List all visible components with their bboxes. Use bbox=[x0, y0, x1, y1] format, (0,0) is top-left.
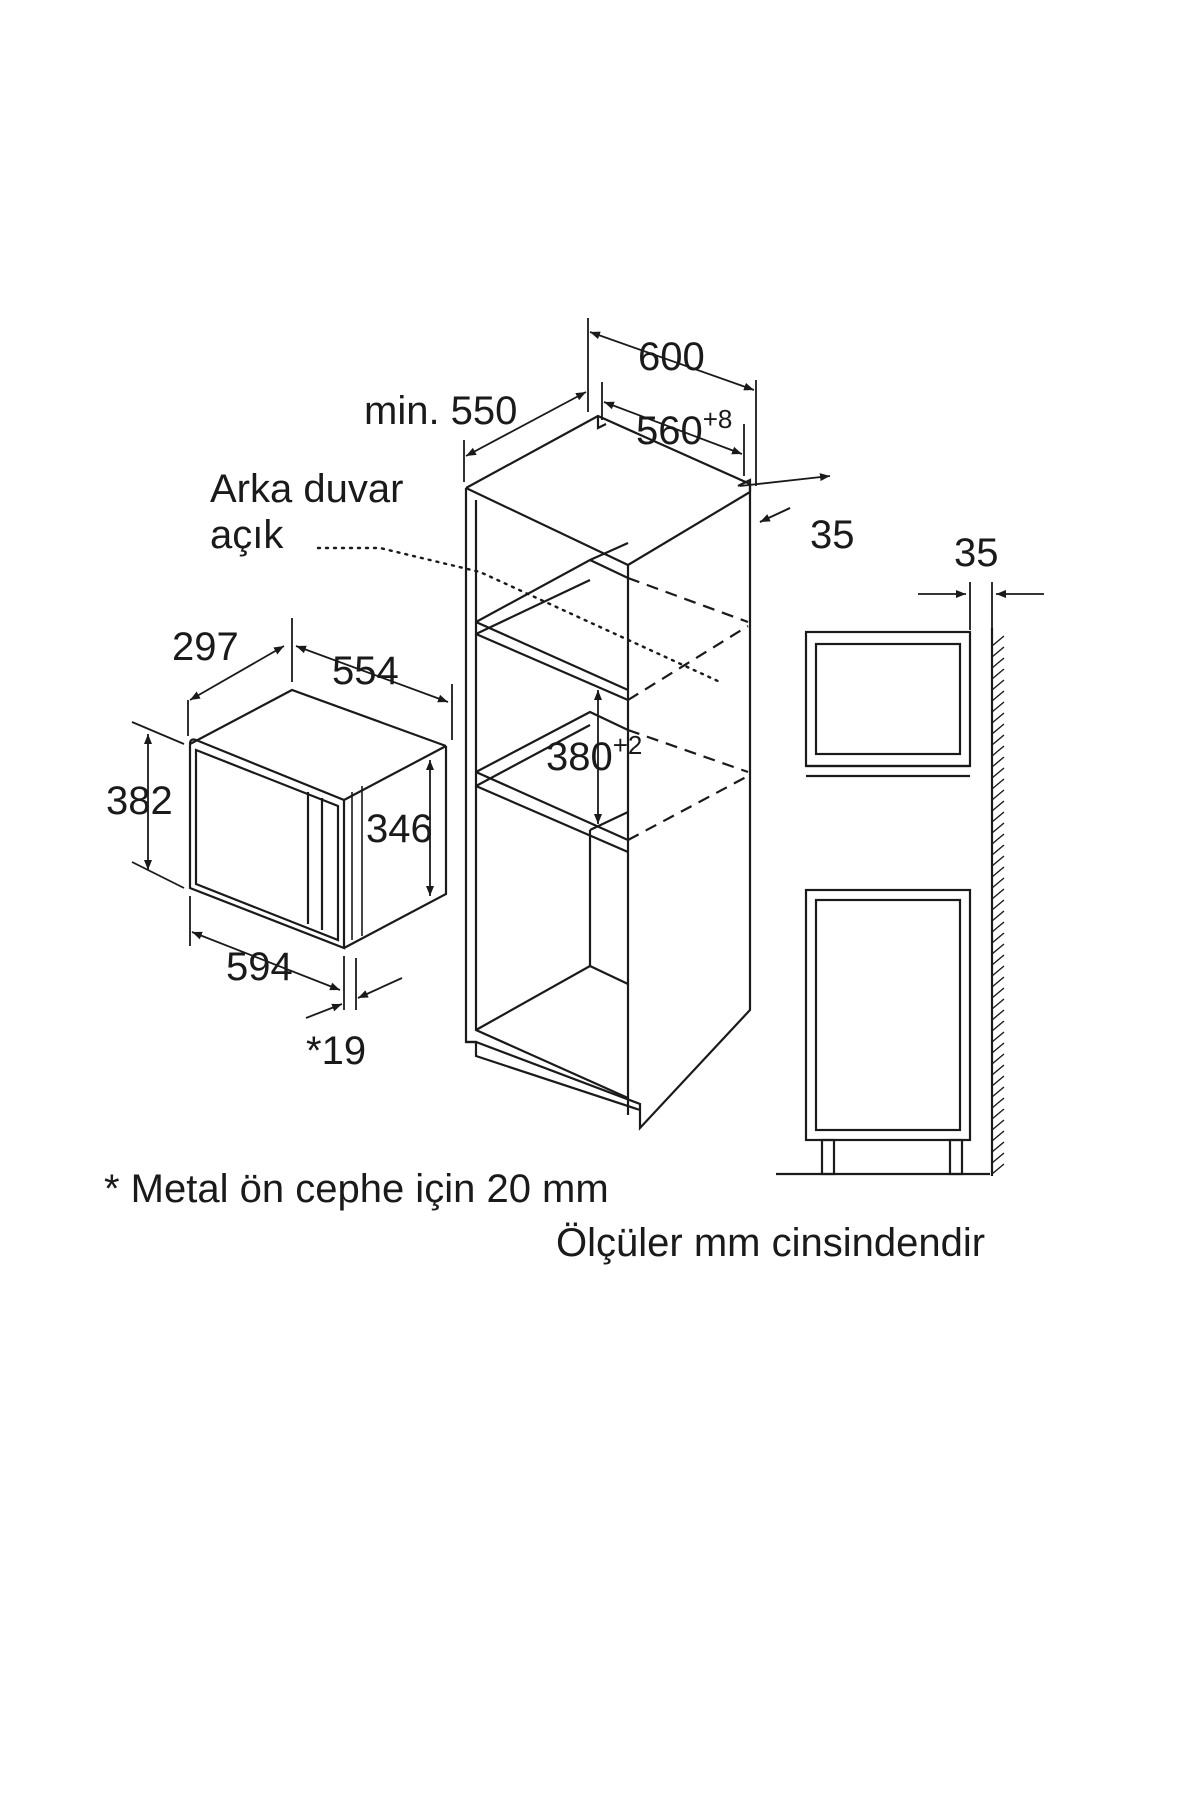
wall-hatch-line bbox=[991, 899, 1005, 911]
wall-hatch-line bbox=[991, 1097, 1005, 1109]
wall-hatch-line bbox=[991, 1086, 1005, 1098]
label-gap-right: 35 bbox=[810, 513, 855, 557]
wall-hatch-line bbox=[991, 778, 1005, 790]
wall-hatch-line bbox=[991, 789, 1005, 801]
wall-hatch-line bbox=[991, 888, 1005, 900]
label-device-height: 382 bbox=[106, 779, 173, 823]
label-rear-wall-1: Arka duvar bbox=[210, 467, 403, 511]
label-device-width-front: 594 bbox=[226, 945, 293, 989]
wall-hatch-line bbox=[991, 767, 1005, 779]
wall-hatch-line bbox=[991, 811, 1005, 823]
wall-hatch-line bbox=[991, 800, 1005, 812]
wall-hatch-line bbox=[991, 866, 1005, 878]
label-depth-min: min. 550 bbox=[364, 389, 517, 433]
wall-hatch-line bbox=[991, 734, 1005, 746]
tall-cabinet bbox=[316, 414, 752, 1131]
wall-hatch-line bbox=[991, 679, 1005, 691]
wall-hatch-line bbox=[991, 756, 1005, 768]
wall-hatch-line bbox=[991, 668, 1005, 680]
wall-hatch-line bbox=[991, 877, 1005, 889]
wall-hatch-line bbox=[991, 932, 1005, 944]
label-width-outer: 600 bbox=[638, 335, 705, 379]
wall-hatch-line bbox=[991, 855, 1005, 867]
wall-hatch-line bbox=[991, 1152, 1005, 1164]
wall-hatch-line bbox=[991, 844, 1005, 856]
wall-hatch-line bbox=[991, 976, 1005, 988]
wall-hatch-line bbox=[991, 921, 1005, 933]
wall-hatch-line bbox=[991, 833, 1005, 845]
side-view bbox=[776, 582, 1044, 1176]
note-units: Ölçüler mm cinsindendir bbox=[556, 1221, 985, 1265]
wall-hatch-line bbox=[991, 910, 1005, 922]
cabinet-dimensions bbox=[463, 318, 831, 824]
wall-hatch-line bbox=[991, 1009, 1005, 1021]
wall-hatch-line bbox=[991, 1020, 1005, 1032]
wall-hatch-line bbox=[991, 723, 1005, 735]
label-device-width-back: 554 bbox=[332, 649, 399, 693]
label-rear-wall-2: açık bbox=[210, 513, 284, 557]
label-width-inner: 560+8 bbox=[636, 404, 732, 453]
wall-hatch-line bbox=[991, 1141, 1005, 1153]
wall-hatch-line bbox=[991, 822, 1005, 834]
wall-hatch-line bbox=[991, 635, 1005, 647]
label-niche-height: 380+2 bbox=[546, 730, 642, 779]
note-metal-front: * Metal ön cephe için 20 mm bbox=[104, 1167, 609, 1211]
device-dimensions bbox=[131, 618, 453, 1019]
wall-hatch-line bbox=[991, 1031, 1005, 1043]
wall-hatch-line bbox=[991, 1130, 1005, 1142]
wall-hatch-line bbox=[991, 998, 1005, 1010]
wall-hatch-line bbox=[991, 1053, 1005, 1065]
label-device-depth: 297 bbox=[172, 625, 239, 669]
wall-hatch-line bbox=[991, 701, 1005, 713]
wall-hatch-line bbox=[991, 657, 1005, 669]
wall-hatch-line bbox=[991, 1108, 1005, 1120]
wall-hatch-line bbox=[991, 712, 1005, 724]
wall-hatch-line bbox=[991, 954, 1005, 966]
wall-hatch-line bbox=[991, 943, 1005, 955]
wall-hatch-line bbox=[991, 987, 1005, 999]
wall-hatch-line bbox=[991, 745, 1005, 757]
wall-hatch-line bbox=[991, 1163, 1005, 1175]
wall-hatch-line bbox=[991, 690, 1005, 702]
wall-hatch-line bbox=[991, 965, 1005, 977]
label-width-inner-tol: +8 bbox=[703, 404, 733, 434]
wall-hatch-line bbox=[991, 646, 1005, 658]
wall-hatch-line bbox=[991, 1119, 1005, 1131]
label-device-front-offset: *19 bbox=[306, 1029, 366, 1073]
label-device-body-height: 346 bbox=[366, 807, 433, 851]
label-niche-height-tol: +2 bbox=[613, 730, 643, 760]
label-gap-side: 35 bbox=[954, 531, 999, 575]
wall-hatch-line bbox=[991, 1075, 1005, 1087]
wall-hatch-line bbox=[991, 1042, 1005, 1054]
wall-hatch-line bbox=[991, 1064, 1005, 1076]
